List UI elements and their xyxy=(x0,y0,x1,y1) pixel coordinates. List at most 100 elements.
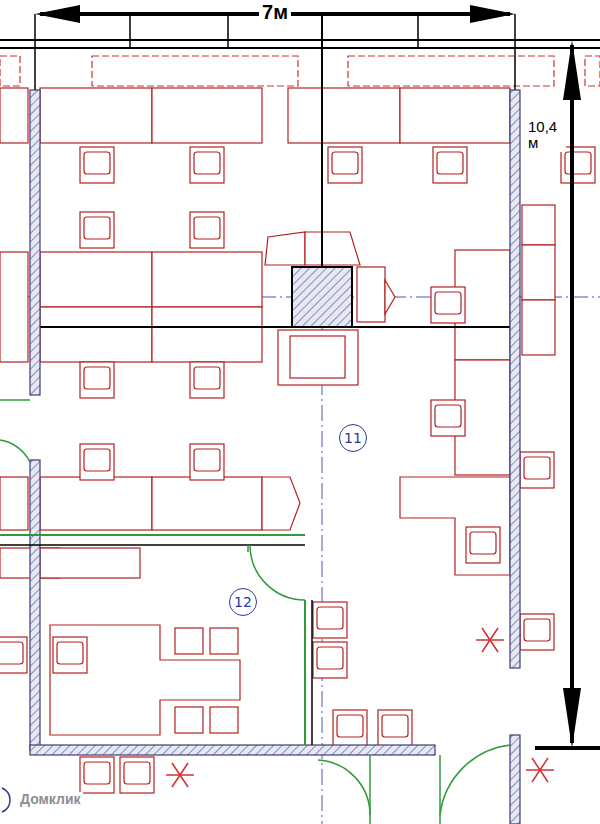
desks xyxy=(0,88,555,735)
desk-shape xyxy=(262,477,300,530)
top-wall-shape xyxy=(514,14,516,90)
partition-shape xyxy=(311,600,313,745)
partition-shape xyxy=(0,440,30,462)
desk-shape xyxy=(0,477,28,530)
partition-shape xyxy=(369,755,371,824)
dimension-line-shape xyxy=(535,746,600,750)
desk-shape xyxy=(400,88,510,143)
chair-shape xyxy=(80,147,114,183)
desk-shape xyxy=(305,232,360,265)
desk-shape xyxy=(152,88,262,143)
wall-shape xyxy=(30,745,435,755)
desk-shape xyxy=(278,330,358,385)
chair-shape xyxy=(431,400,465,436)
room-number: 11 xyxy=(344,431,362,445)
light-mark-shape xyxy=(166,763,194,787)
desk-shape xyxy=(152,252,262,307)
dimension-line-shape xyxy=(35,5,80,23)
wall-shape xyxy=(30,90,40,395)
chair-shape xyxy=(378,710,412,746)
top-wall-shape xyxy=(321,14,323,267)
dimension-line-shape xyxy=(570,45,574,743)
partition-shape xyxy=(0,544,305,546)
walls xyxy=(30,90,520,824)
dimension-lines xyxy=(35,5,600,748)
top-wall-shape xyxy=(40,326,510,328)
desk-shape xyxy=(522,205,555,245)
chair-shape xyxy=(561,147,595,183)
dimension-line-shape xyxy=(563,40,581,100)
chair-shape xyxy=(520,614,554,650)
light-mark-shape-shape xyxy=(532,758,548,782)
dimension-label: 7м xyxy=(259,2,291,23)
top-wall-shape xyxy=(0,47,600,49)
desk-shape xyxy=(400,477,510,575)
desk-shape xyxy=(152,307,262,362)
light-mark-shape-shape xyxy=(172,763,188,787)
partitions xyxy=(0,400,510,824)
desk-shape xyxy=(210,707,238,733)
chair-shape xyxy=(190,212,224,248)
chair-shape xyxy=(313,642,347,678)
top-wall-shape xyxy=(417,14,419,48)
partition-shape xyxy=(440,745,510,815)
desk-shape xyxy=(40,252,152,307)
wall-shape xyxy=(30,460,40,750)
dimension-line-shape xyxy=(563,688,581,748)
chair-shape xyxy=(190,362,224,398)
partition-shape xyxy=(247,545,249,552)
desk-shape xyxy=(175,628,203,654)
chair-shape xyxy=(120,757,154,793)
desk-shape xyxy=(175,707,203,733)
chair-shape xyxy=(190,444,224,480)
desk-shape xyxy=(522,300,555,355)
wall-shape xyxy=(510,90,520,668)
desk-shape xyxy=(0,252,28,362)
chair-shape xyxy=(0,637,27,673)
top-wall-shape xyxy=(227,14,229,48)
dimension-label: 10,4 м xyxy=(526,118,566,152)
wall-shape xyxy=(292,267,352,327)
top-wall-shape xyxy=(0,39,600,41)
light-mark-shape-shape xyxy=(172,763,188,787)
chair-shape xyxy=(328,147,362,183)
chair-shape xyxy=(520,452,554,488)
desk-shape xyxy=(40,477,152,530)
chairs xyxy=(0,147,595,793)
desk-shape xyxy=(210,628,238,654)
room-number: 12 xyxy=(234,595,252,609)
chair-shape xyxy=(333,710,367,746)
chair-shape xyxy=(431,287,465,323)
light-mark-shape-shape xyxy=(482,628,498,652)
partition-shape xyxy=(318,760,370,815)
chair-shape xyxy=(80,362,114,398)
room-number-circle: 12 xyxy=(229,588,257,616)
chair-shape xyxy=(53,637,87,673)
radiator-shape xyxy=(585,56,600,86)
radiator-shape xyxy=(348,56,554,86)
desk-shape xyxy=(40,307,152,362)
chair-shape xyxy=(80,444,114,480)
desk-shape xyxy=(152,477,262,530)
desk-shape xyxy=(40,88,152,143)
chair-shape xyxy=(80,757,114,793)
partition-shape xyxy=(0,534,305,536)
chair-shape xyxy=(433,147,467,183)
desk-shape xyxy=(50,625,240,735)
partition-shape xyxy=(250,545,305,600)
chair-shape xyxy=(190,147,224,183)
chair-shape xyxy=(466,527,500,563)
desk-shape xyxy=(385,280,395,314)
radiators xyxy=(0,56,600,86)
radiator-shape xyxy=(0,56,20,86)
desk-shape xyxy=(357,267,385,322)
light-marks xyxy=(166,628,554,787)
desk-shape xyxy=(522,245,555,300)
partition-shape xyxy=(304,600,306,745)
chair-shape xyxy=(80,212,114,248)
partial-callout-shape xyxy=(2,788,10,812)
watermark: Домклик xyxy=(18,792,83,807)
light-mark-shape xyxy=(526,758,554,782)
